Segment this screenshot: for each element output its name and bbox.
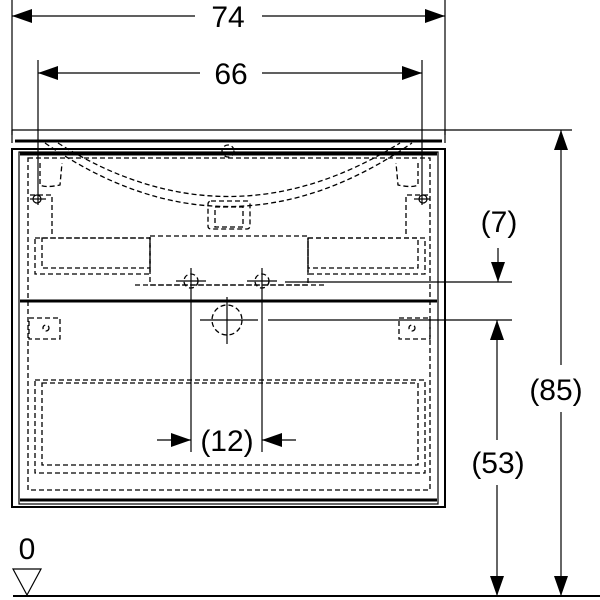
fixing-point-right [405, 194, 430, 235]
countertop [11, 129, 446, 143]
floor-level-label: 0 [19, 533, 36, 566]
lower-drawer-details [28, 317, 431, 474]
dimension-label-85: (85) [529, 374, 582, 407]
basin-outline [39, 142, 419, 230]
dimension-drain-height: (53) [268, 319, 525, 596]
dimension-overall-width: 74 [11, 0, 446, 135]
upper-drawer-compartments [34, 235, 426, 286]
fixing-point-left [30, 194, 53, 235]
dimension-label-74: 74 [211, 1, 244, 34]
dimension-label-7: (7) [481, 206, 518, 239]
floor-level: 0 [11, 533, 600, 597]
dimension-basin-width: 66 [37, 58, 423, 205]
dimension-label-66: 66 [214, 58, 247, 91]
dimension-connection-spacing: (12) [157, 268, 296, 458]
dimension-label-53: (53) [471, 447, 524, 480]
drain-hole [200, 297, 258, 344]
dimension-label-12: (12) [200, 425, 253, 458]
dimension-drain-offset: (7) [285, 206, 518, 283]
dimension-overall-height: (85) [445, 129, 583, 596]
